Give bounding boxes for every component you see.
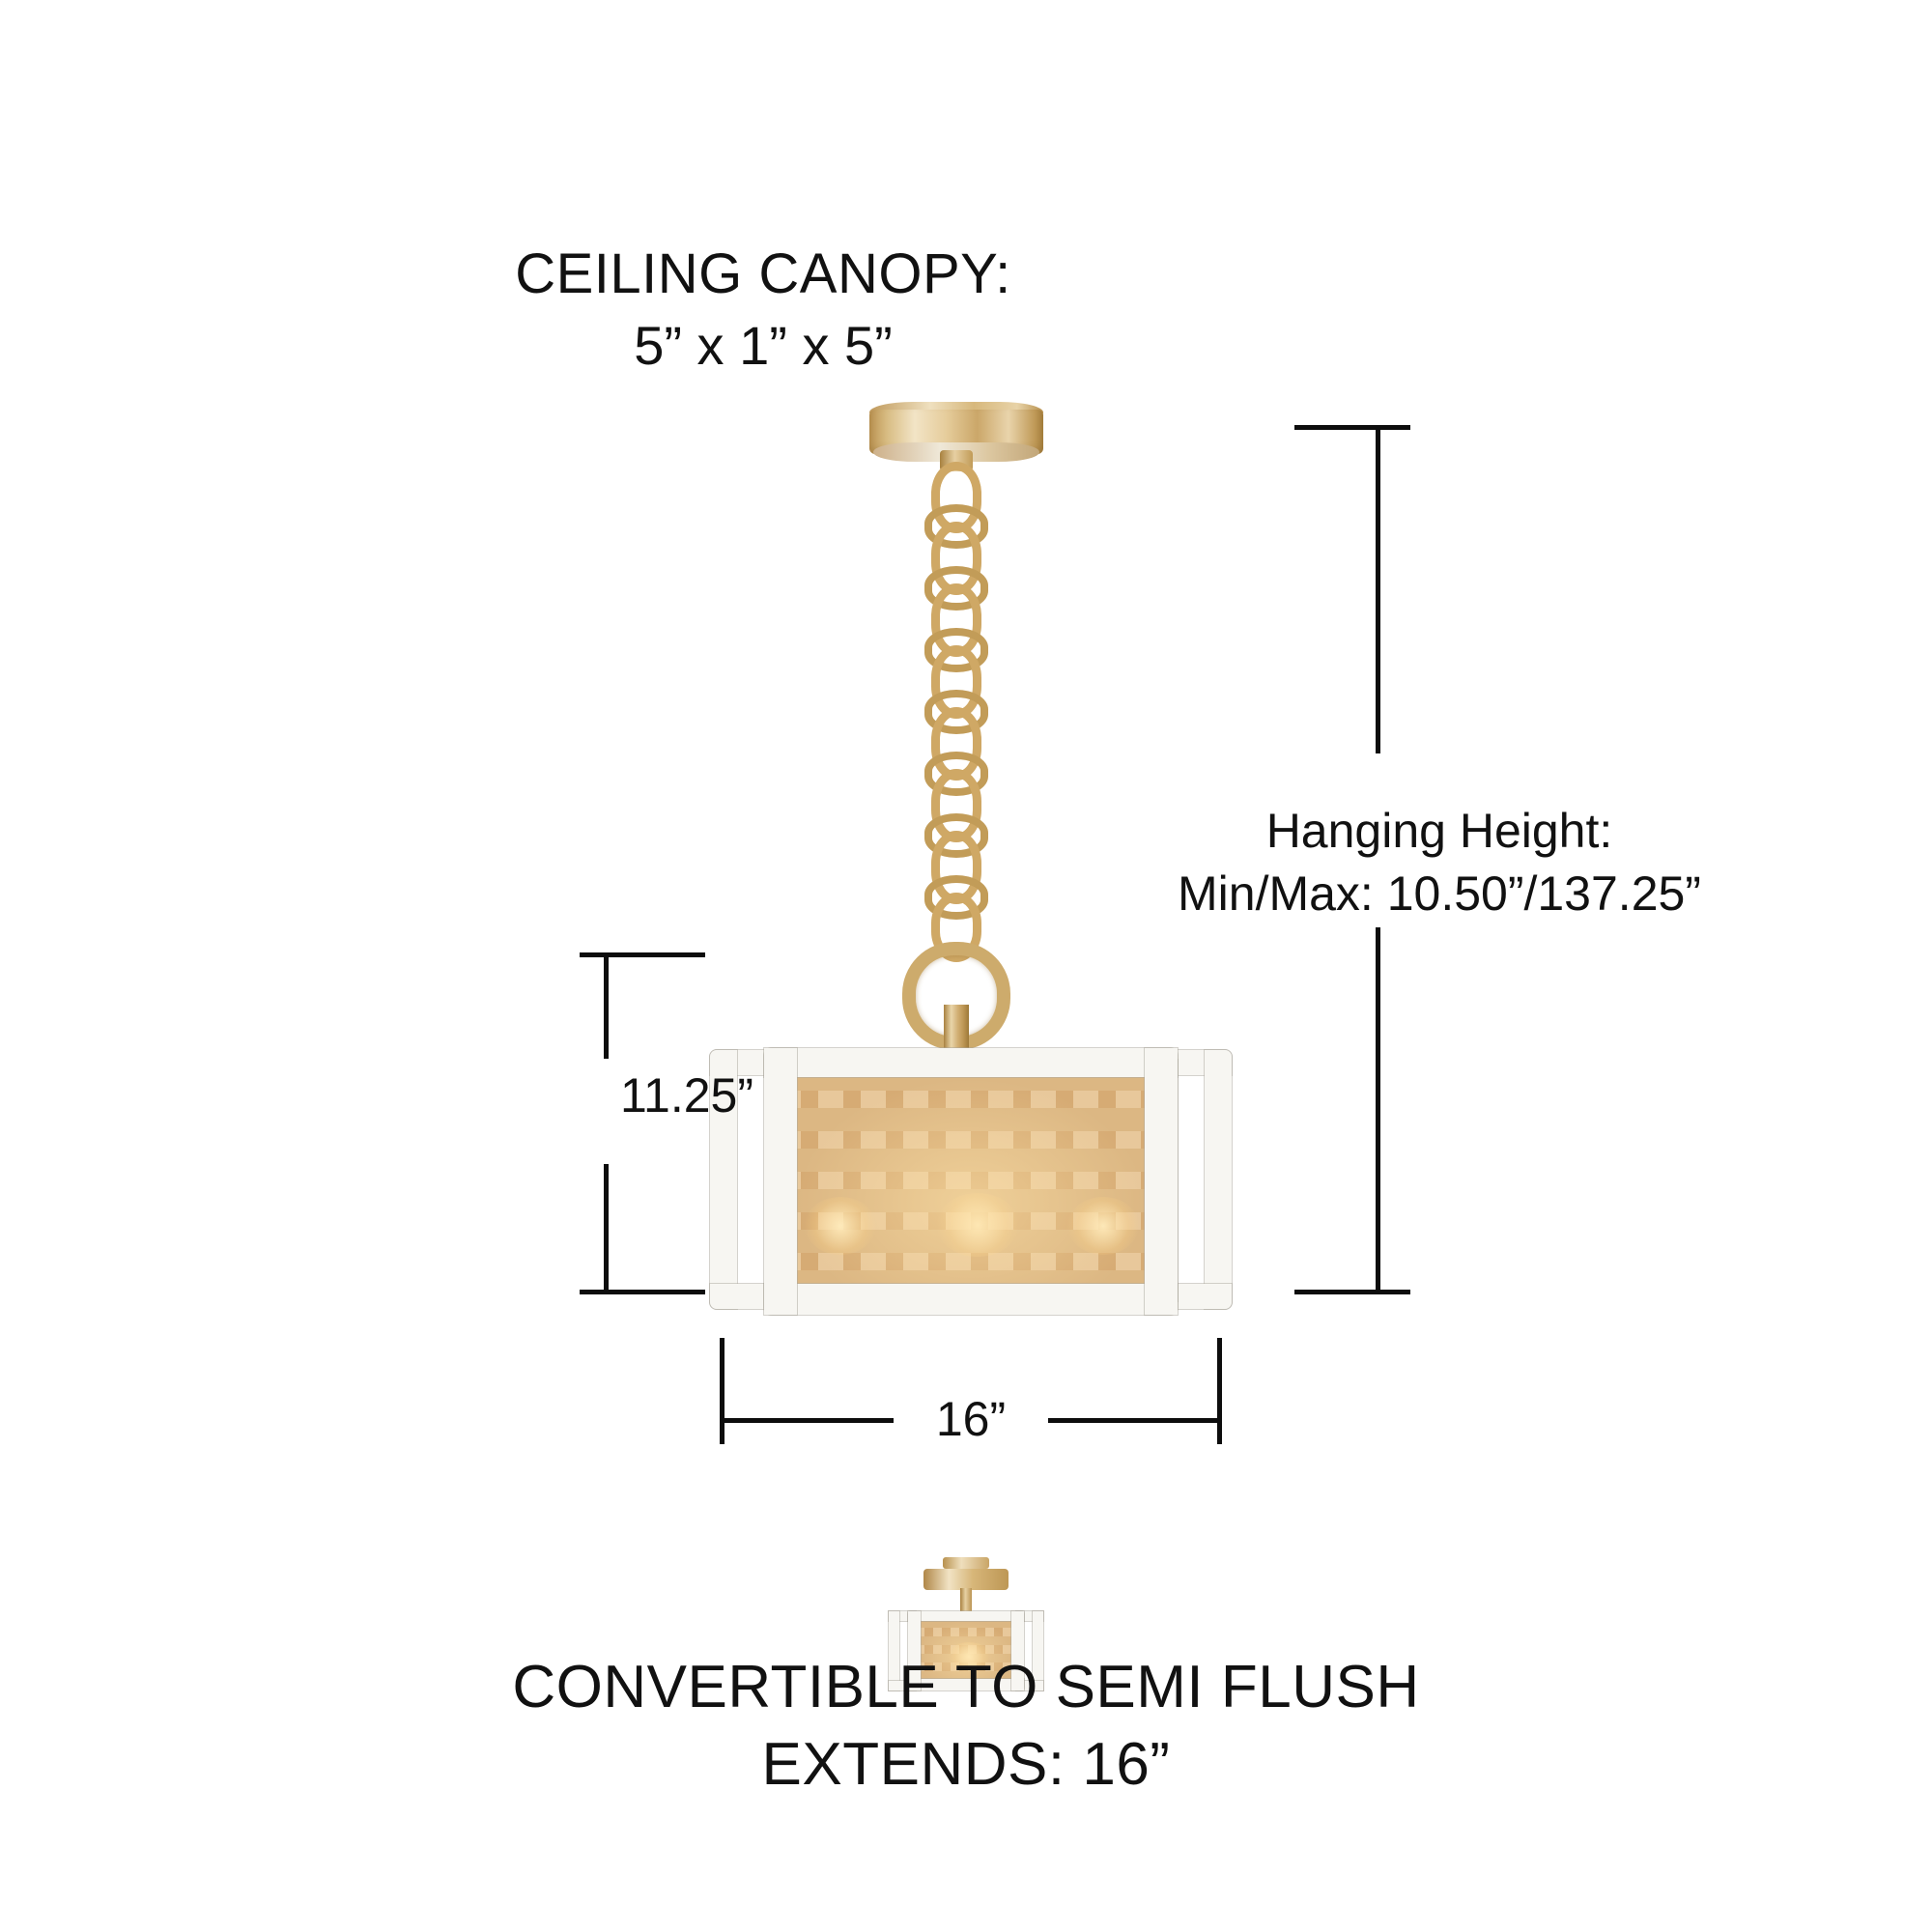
hanging-dim-line-upper	[1376, 425, 1380, 753]
semi-flush-fixture	[889, 1557, 1043, 1692]
canopy-title: CEILING CANOPY:	[515, 242, 1011, 305]
pendant-shade	[710, 1038, 1232, 1328]
hanging-height-title: Hanging Height:	[1265, 804, 1613, 858]
semi-flush-frame-right	[1011, 1611, 1024, 1690]
width-dim-line-right	[1048, 1418, 1222, 1423]
shade-frame-top	[764, 1048, 1178, 1077]
extends-label: EXTENDS: 16”	[761, 1731, 1171, 1798]
width-dim-right-tick	[1217, 1338, 1222, 1444]
rattan-weave-panel	[772, 1062, 1170, 1305]
convertible-label: CONVERTIBLE TO SEMI FLUSH	[512, 1654, 1420, 1720]
ceiling-canopy	[869, 396, 1043, 473]
semi-flush-frame-left	[908, 1611, 921, 1690]
hanging-dim-bottom-tick	[1294, 1290, 1410, 1294]
semi-flush-right-bracket	[1016, 1611, 1043, 1690]
semi-flush-left-bracket	[889, 1611, 916, 1690]
height-dim-line-upper	[604, 952, 609, 1059]
shade-frame-left	[764, 1048, 797, 1315]
semi-flush-canopy	[923, 1569, 1009, 1590]
width-dim-line-left	[720, 1418, 894, 1423]
semi-flush-finial	[943, 1557, 989, 1569]
hanging-dim-line-lower	[1376, 927, 1380, 1294]
semi-flush-frame-bottom	[908, 1679, 1024, 1690]
canopy-dimensions: 5” x 1” x 5”	[634, 315, 893, 376]
hanging-chain	[869, 462, 1043, 962]
height-dim-top-tick	[580, 952, 705, 957]
semi-flush-stem	[960, 1588, 972, 1615]
width-dim-left-tick	[720, 1338, 724, 1444]
width-dimension-label: 16”	[935, 1392, 1007, 1446]
hanging-height-values: Min/Max: 10.50”/137.25”	[1178, 867, 1701, 921]
shade-frame-bottom	[764, 1284, 1178, 1315]
height-dim-bottom-tick	[580, 1290, 705, 1294]
shade-frame-right	[1145, 1048, 1178, 1315]
height-dim-line-lower	[604, 1164, 609, 1293]
chain-link	[931, 893, 981, 962]
semi-flush-frame-top	[908, 1611, 1024, 1621]
hanging-dim-top-tick	[1294, 425, 1410, 430]
bulb-glow	[1067, 1197, 1139, 1255]
height-dimension-label: 11.25”	[619, 1068, 753, 1122]
bulb-glow	[805, 1197, 876, 1255]
bulb-glow	[936, 1193, 1019, 1257]
